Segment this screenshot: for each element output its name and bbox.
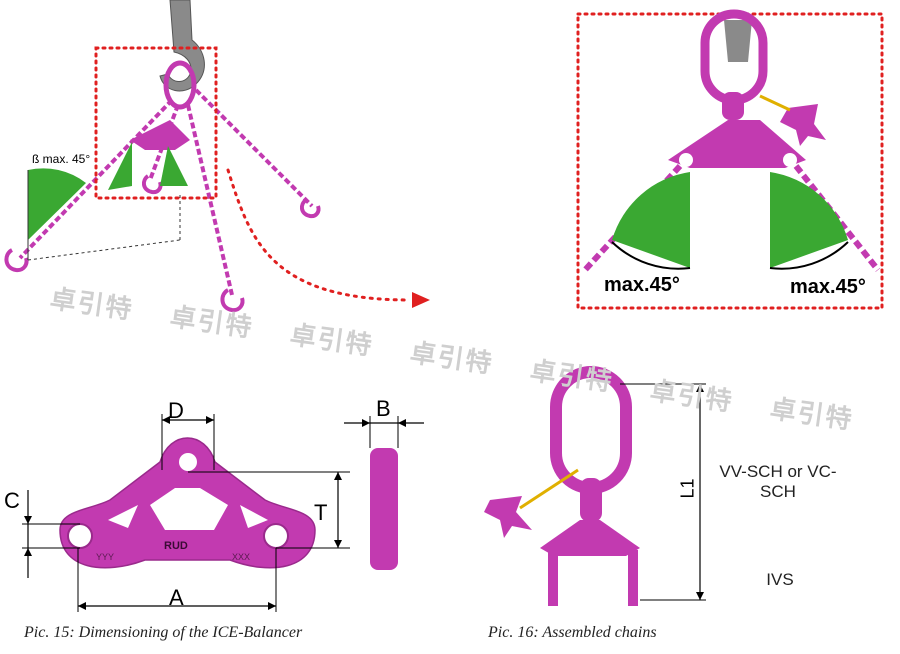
assembled-chains-illustration (484, 366, 706, 606)
dimension-label-l1: L1 (677, 478, 698, 499)
caption-pic-16: Pic. 16: Assembled chains (488, 624, 657, 641)
plate-marking-left: YYY (96, 552, 115, 562)
dimension-label-c: C (4, 488, 20, 513)
beta-angle-label: ß max. 45° (32, 152, 91, 166)
caption-pic-15: Pic. 15: Dimensioning of the ICE-Balance… (24, 624, 303, 641)
angle-label-right: max.45° (790, 276, 866, 298)
plate-marking-right: XXX (232, 552, 251, 562)
dimension-label-d: D (168, 398, 184, 423)
detail-zoom-illustration (576, 9, 884, 310)
dimension-label-b: B (376, 396, 391, 421)
bottom-component-label: IVS (766, 570, 794, 589)
top-component-label: VV-SCH or VC-SCH (719, 462, 837, 501)
plate-brand: RUD (164, 540, 188, 552)
dimension-label-a: A (169, 585, 184, 610)
sling-assembly-illustration (4, 0, 430, 313)
dimensioning-illustration (22, 414, 424, 612)
dimension-label-t: T (314, 500, 328, 525)
angle-label-left: max.45° (604, 274, 680, 296)
